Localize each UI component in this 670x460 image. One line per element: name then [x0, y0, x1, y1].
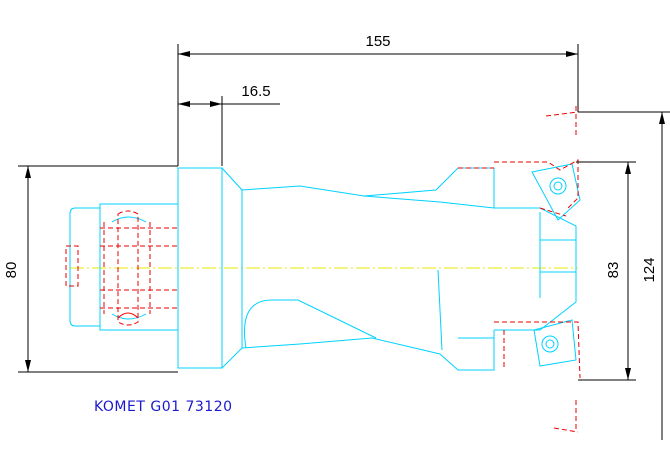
- dimension-lines: [18, 44, 670, 440]
- hidden-lines: [65, 106, 581, 433]
- dim-label-155: 155: [365, 33, 390, 50]
- dim-label-83: 83: [605, 262, 622, 279]
- part-label: KOMET G01 73120: [94, 399, 233, 415]
- dim-label-16-5: 16.5: [241, 83, 270, 100]
- dim-label-80: 80: [3, 262, 20, 279]
- dim-label-124: 124: [641, 257, 658, 282]
